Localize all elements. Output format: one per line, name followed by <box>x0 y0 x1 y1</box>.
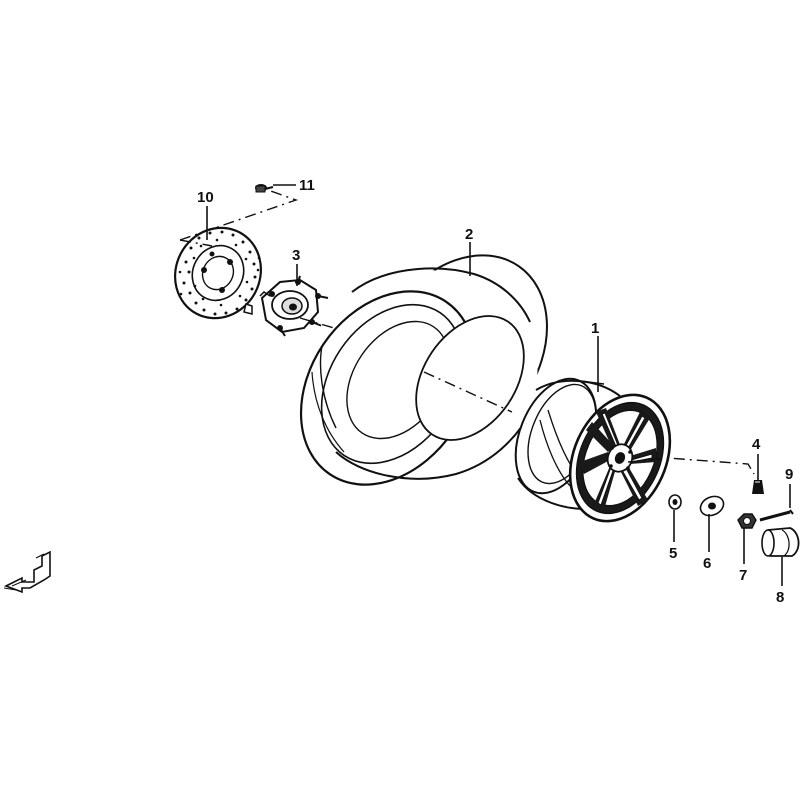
disc-vent-holes <box>178 230 261 316</box>
brake-disc-drawing <box>173 226 263 320</box>
assembly-axis-lines <box>179 189 791 521</box>
washer-drawing <box>699 495 725 517</box>
front-arrow-icon <box>3 550 51 594</box>
callout-8: 8 <box>776 589 784 606</box>
lug-nut-drawing <box>737 513 757 529</box>
spacer-drawing <box>668 494 682 510</box>
callout-7: 7 <box>739 567 747 584</box>
callout-10: 10 <box>197 189 214 206</box>
valve-stem-drawing <box>752 480 764 494</box>
callout-9: 9 <box>785 466 793 483</box>
callout-leaders <box>206 184 791 586</box>
tire-drawing <box>299 254 548 486</box>
callout-5: 5 <box>669 545 677 562</box>
callout-2: 2 <box>465 226 473 243</box>
callout-6: 6 <box>703 555 711 572</box>
callout-3: 3 <box>292 247 300 264</box>
callout-1: 1 <box>591 320 599 337</box>
callout-labels: 1 2 3 4 5 6 7 8 9 10 11 <box>197 177 793 606</box>
callout-4: 4 <box>752 436 761 453</box>
callout-11: 11 <box>299 177 315 194</box>
disc-bolt-drawing <box>255 184 274 193</box>
wheel-rim-drawing <box>514 377 672 523</box>
hub-cap-drawing <box>761 527 800 557</box>
